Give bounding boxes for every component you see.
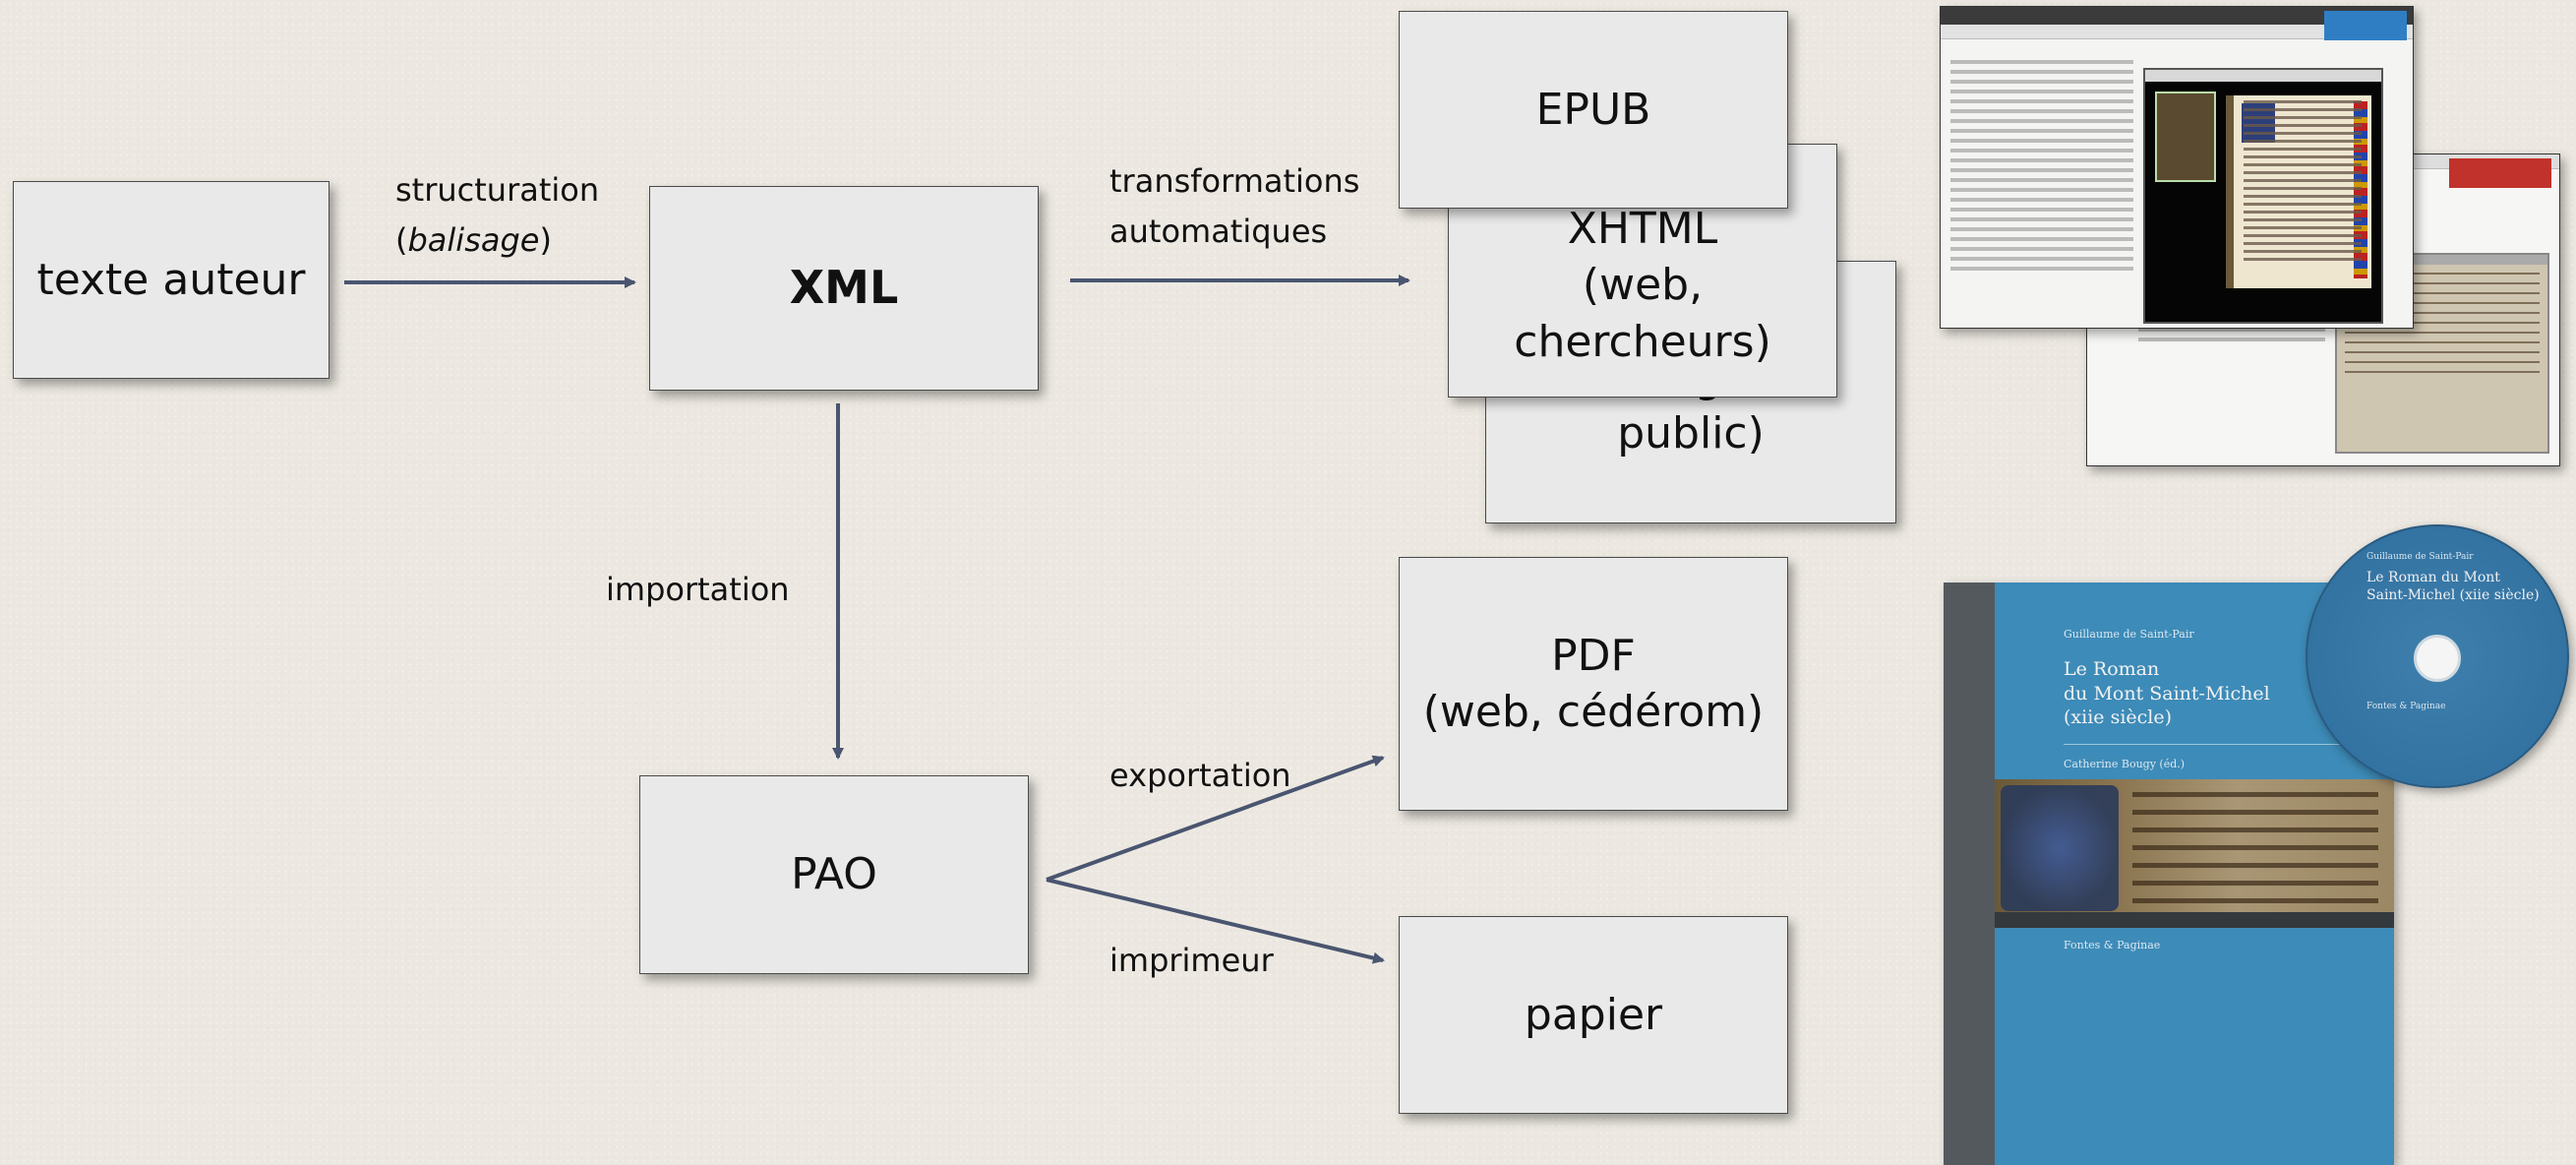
edge-label-structuration: structuration(balisage) (395, 171, 600, 260)
arrow-pao-to-papier (1046, 878, 1385, 964)
web-screenshot-chercheurs (1940, 6, 2414, 329)
node-papier: papier (1399, 916, 1788, 1114)
node-pdf-label: PDF (web, cédérom) (1422, 630, 1765, 737)
site-brand-badge (2449, 158, 2551, 188)
node-xml: XML (649, 186, 1039, 391)
node-pao-label: PAO (791, 849, 877, 900)
node-texte-auteur: texte auteur (13, 181, 329, 379)
arrow-pao-to-pdf (1046, 755, 1385, 882)
node-xml-label: XML (789, 261, 899, 315)
cd-author: Guillaume de Saint-Pair (2366, 552, 2474, 562)
book-collection: Fontes & Paginae (2064, 939, 2161, 951)
edge-label-importation: importation (606, 571, 790, 608)
node-texte-auteur-label: texte auteur (36, 254, 306, 305)
cd-collection: Fontes & Paginae (2366, 702, 2446, 711)
edge-label-imprimeur: imprimeur (1109, 942, 1274, 979)
site-brand-badge (2324, 11, 2407, 40)
edge-label-transformations-line2: automatiques (1109, 213, 1328, 251)
node-pdf: PDF (web, cédérom) (1399, 557, 1788, 811)
cd-hole (2414, 635, 2461, 682)
book-author: Guillaume de Saint-Pair (2064, 628, 2194, 641)
edge-label-balisage-text: balisage (407, 221, 540, 260)
edge-label-structuration-text: structuration (395, 171, 600, 209)
book-title: Le Roman du Mont Saint-Michel (xiie sièc… (2064, 658, 2270, 729)
cd-rom-image: Guillaume de Saint-Pair Le Roman du Mont… (2306, 524, 2569, 788)
book-editor: Catherine Bougy (éd.) (2064, 758, 2186, 770)
edge-label-transformations-line1: transformations (1109, 162, 1360, 200)
node-pao: PAO (639, 775, 1029, 974)
cd-title: Le Roman du Mont Saint-Michel (xiie sièc… (2366, 570, 2540, 603)
node-xhtml-chercheurs-label: XHTML (web, chercheurs) (1514, 204, 1771, 367)
node-epub-label: EPUB (1535, 84, 1651, 135)
edge-label-transformations: transformations automatiques (1109, 156, 1359, 257)
book-manuscript-band (1995, 779, 2394, 917)
node-epub: EPUB (1399, 11, 1788, 209)
book-cover-image: Guillaume de Saint-Pair Le Roman du Mont… (1944, 582, 2394, 1165)
manuscript-page-image (2226, 95, 2371, 288)
manuscript-thumbnail (2155, 92, 2216, 182)
node-papier-label: papier (1524, 989, 1663, 1040)
manuscript-viewer (2143, 68, 2383, 324)
edge-label-exportation: exportation (1109, 757, 1291, 794)
